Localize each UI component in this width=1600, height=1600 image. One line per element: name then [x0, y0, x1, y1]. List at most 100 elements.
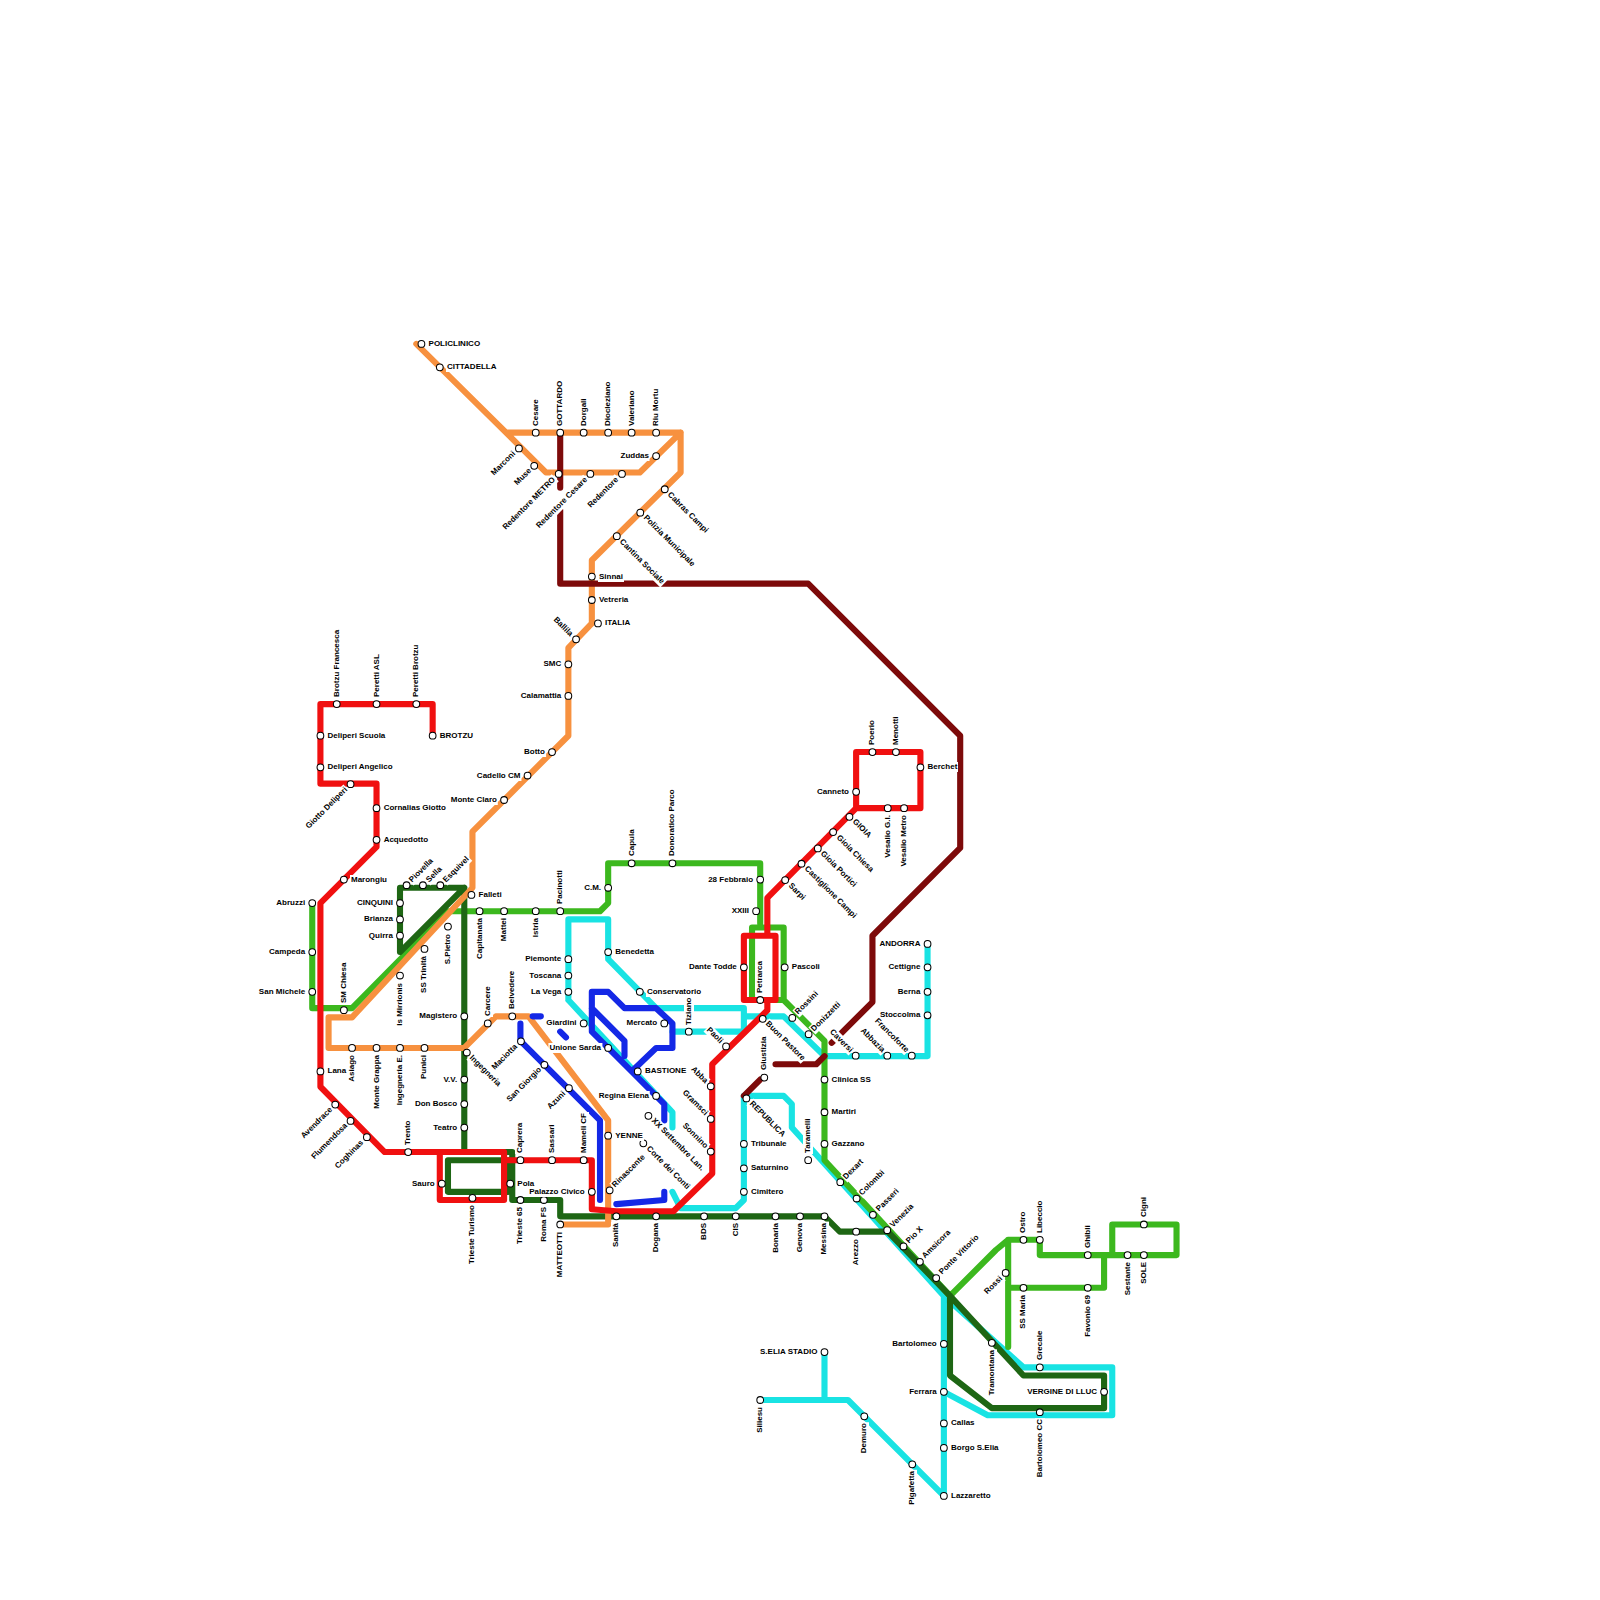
station-dot	[916, 1258, 923, 1265]
station-dot	[613, 1213, 620, 1220]
station-dot	[413, 701, 420, 708]
station-dot	[421, 946, 428, 953]
station-label: Callas	[950, 1418, 976, 1428]
station-dot	[798, 860, 805, 867]
station-label: Donizzetti	[809, 999, 844, 1034]
station-label: Vesalio G.I.	[883, 814, 893, 859]
station-label: Vetreria	[598, 595, 629, 605]
station-dot	[507, 1180, 514, 1187]
station-dot	[420, 882, 427, 889]
station-label: Sassari	[547, 1124, 557, 1154]
station-dot	[397, 972, 404, 979]
station-dot	[789, 1015, 796, 1022]
station-dot	[429, 732, 436, 739]
station-dot	[565, 956, 572, 963]
station-label: Martiri	[831, 1107, 857, 1117]
station-dot	[1101, 1388, 1108, 1395]
station-label: Falleti	[478, 890, 503, 900]
station-dot	[853, 1195, 860, 1202]
station-label: Pacinotti	[555, 869, 565, 905]
station-label: Cornalias Giotto	[383, 803, 447, 813]
station-label: Capitanata	[475, 917, 485, 960]
station-dot	[341, 876, 348, 883]
station-dot	[1020, 1236, 1027, 1243]
station-dot	[403, 882, 410, 889]
station-dot	[909, 1461, 916, 1468]
station-label: Ostro	[1018, 1210, 1028, 1233]
station-dot	[606, 1187, 613, 1194]
station-dot	[476, 908, 483, 915]
station-dot	[772, 1213, 779, 1220]
station-label: Libeccio	[1035, 1199, 1045, 1233]
station-label: Caversi	[827, 1027, 856, 1056]
station-label: Belvedere	[507, 970, 517, 1010]
station-dot	[869, 749, 876, 756]
station-dot	[573, 636, 580, 643]
station-label: Vesalio Metro	[899, 814, 909, 868]
station-label: Petrarca	[755, 960, 765, 994]
station-label: Muse	[511, 466, 534, 489]
station-label: GOTTARDO	[555, 379, 565, 426]
station-label: XXIII	[731, 906, 750, 916]
station-label: Coghinas	[333, 1137, 367, 1171]
station-dot	[347, 781, 354, 788]
station-dot	[941, 1420, 948, 1427]
station-label: Cantina Sociale	[617, 536, 668, 587]
station-label: Piemonte	[524, 954, 562, 964]
station-dot	[741, 964, 748, 971]
station-label: Giardini	[545, 1018, 577, 1028]
station-label: Regina Elena	[598, 1091, 650, 1101]
station-dot	[1124, 1252, 1131, 1259]
station-dot	[782, 877, 789, 884]
station-label: BDS	[699, 1222, 709, 1241]
station-dot	[924, 941, 931, 948]
station-label: Menotti	[891, 715, 901, 745]
station-label: Zuddas	[620, 451, 650, 461]
station-label: Berna	[897, 987, 922, 997]
station-dot	[1084, 1284, 1091, 1291]
station-label: Monte Claro	[450, 795, 498, 805]
station-dot	[532, 908, 539, 915]
station-label: Bartolomeo	[891, 1339, 937, 1349]
station-dot	[613, 533, 620, 540]
blue-line	[520, 992, 672, 1204]
station-label: Bonaria	[771, 1222, 781, 1254]
station-label: VERGINE DI LLUC	[1026, 1387, 1098, 1397]
station-label: Palazzo Civico	[528, 1187, 586, 1197]
station-label: Tribunale	[750, 1139, 788, 1149]
station-label: Riu Mortu	[651, 387, 661, 426]
station-dot	[707, 1148, 714, 1155]
station-label: ITALIA	[604, 618, 631, 628]
station-label: San Giorgio	[504, 1065, 545, 1106]
station-label: Berchet	[927, 762, 959, 772]
station-dot	[661, 1020, 668, 1027]
station-label: Genova	[795, 1222, 805, 1253]
station-label: Giotto Deliperi	[303, 784, 350, 831]
station-dot	[557, 908, 564, 915]
station-dot	[1141, 1221, 1148, 1228]
station-label: SMC	[542, 659, 562, 669]
station-dot	[628, 429, 635, 436]
station-dot	[565, 661, 572, 668]
station-dot	[397, 932, 404, 939]
station-label: YENNE	[614, 1131, 644, 1141]
station-dot	[418, 341, 425, 348]
station-dot	[637, 509, 644, 516]
station-dot	[640, 1140, 647, 1147]
station-dot	[743, 1095, 750, 1102]
station-dot	[861, 1413, 868, 1420]
station-label: Capula	[627, 828, 637, 857]
station-label: Lana	[327, 1066, 348, 1076]
station-dot	[941, 1493, 948, 1500]
station-label: Redentore	[585, 474, 621, 510]
station-label: Cesare	[531, 398, 541, 427]
station-dot	[924, 1012, 931, 1019]
station-label: Clinica SS	[831, 1075, 872, 1085]
station-dot	[1141, 1252, 1148, 1259]
station-label: Colombi	[857, 1167, 888, 1198]
station-label: Valeriano	[627, 389, 637, 427]
station-dot	[821, 1109, 828, 1116]
station-dot	[941, 1341, 948, 1348]
